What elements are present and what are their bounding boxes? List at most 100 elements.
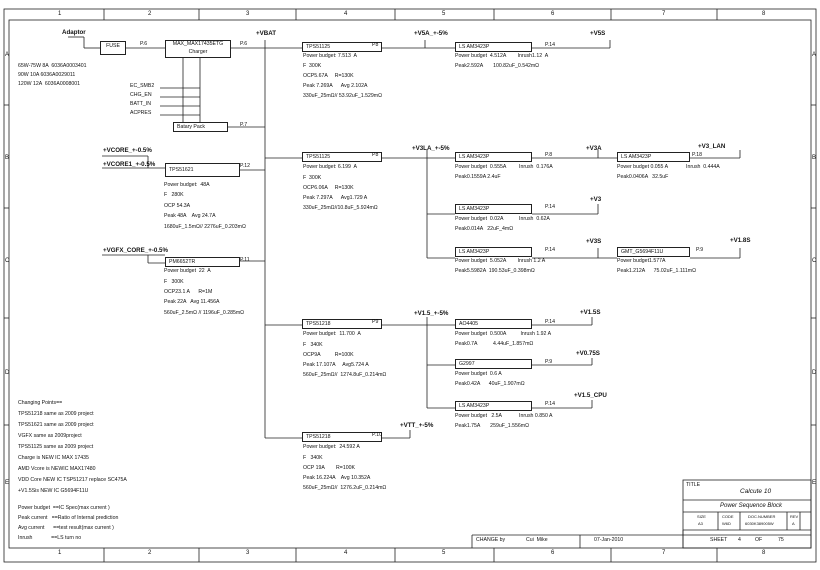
tps51125-second-spec-3: OCP6.06A R=130K — [303, 185, 354, 191]
tps51621-spec-1: Power budget: 48A — [164, 182, 210, 188]
tps51218-bottom-spec-1: Power budget: 24.592 A — [303, 444, 360, 450]
col-label-5: 5 — [442, 11, 446, 17]
rail-vcore: +VCORE_+-0.5% — [103, 147, 152, 154]
legend-4: Inrush ==LS turn no — [18, 535, 82, 541]
sheet-label: SHEET — [710, 537, 728, 543]
switch-v3-page: P.14 — [545, 204, 556, 210]
rail-vgfx: +VGFX_CORE_+-0.5% — [103, 247, 168, 254]
changing-points-9: +V1.5Sis NEW IC G5694F11U — [18, 488, 89, 494]
charger-part: MAX_MAX17435ETG — [172, 41, 224, 47]
battery-pack-box: Batary Pack — [173, 122, 228, 132]
docnum-value: 6030K389005W — [745, 521, 774, 526]
row-label-c: C — [5, 258, 10, 264]
tps51621-page: P.12 — [240, 163, 251, 169]
row-label-d-right: D — [812, 370, 817, 376]
tps51218-top-box: TPS51218 — [302, 319, 382, 329]
tps51125-second-spec-4: Peak 7.297A Avg1.729 A — [303, 195, 368, 201]
code-label: CODE — [722, 514, 734, 519]
col-label-1-bottom: 1 — [58, 550, 62, 556]
sheet-value: 4 — [738, 537, 741, 543]
pm6652-box: PM6652TR — [165, 257, 240, 267]
changing-points-1: Changing Points== — [18, 400, 63, 406]
switch-vcpu-spec-1: Power budget 2.5A Inrush 0.850 A — [455, 413, 553, 419]
switch-v3s-spec-2: Peak5.5982A 190.53uF_0.398mΩ — [455, 268, 535, 274]
adaptor-label: Adaptor — [62, 29, 86, 36]
of-label: OF — [755, 537, 763, 543]
signal-ec-smb2: EC_SMB2 — [130, 83, 155, 89]
changing-points-4: VGFX same as 2009project — [18, 433, 82, 439]
switch-v3-spec-1: Power budget 0.02A Inrush 0.62A — [455, 216, 550, 222]
size-label: SIZE — [697, 514, 706, 519]
switch-v15s-page: P.14 — [545, 319, 556, 325]
col-label-6-bottom: 6 — [551, 550, 555, 556]
tps51621-box: TPS51621 — [165, 163, 240, 177]
signal-batt-in: BATT_IN — [130, 101, 151, 107]
tps51125-second-page: P8 — [372, 152, 379, 158]
tps51125-top-spec-1: Power budget: 7.513 A — [303, 53, 357, 59]
ldo-v075-box: G2997 — [455, 359, 532, 369]
switch-v3s-spec-1: Power budget 5.052A Inrush 1.2 A — [455, 258, 546, 264]
tps51621-spec-5: 1680uF_1.5mΩ// 2276uF_0.203mΩ — [164, 224, 246, 230]
switch-v3s-box: LS AM3423P — [455, 247, 532, 257]
switch-v5s-spec-2: Peak2.592A 100.82uF_0.542mΩ — [455, 63, 540, 69]
change-by-label: CHANGE by — [476, 537, 506, 543]
col-label-7: 7 — [662, 11, 666, 17]
col-label-3-bottom: 3 — [246, 550, 250, 556]
docnum-label: DOC.NUMBER — [748, 514, 776, 519]
ldo-v075-page: P.9 — [545, 359, 553, 365]
col-label-2: 2 — [148, 11, 152, 17]
pm6652-spec-4: Peak 22A Avg 11.456A — [164, 299, 220, 305]
row-label-e-right: E — [812, 480, 817, 486]
rail-v5s: +V5S — [590, 30, 606, 37]
rail-v3s: +V3S — [586, 238, 602, 245]
col-label-5-bottom: 5 — [442, 550, 446, 556]
legend-1: Power budget ==IC Spec(max current ) — [18, 505, 110, 511]
col-label-2-bottom: 2 — [148, 550, 152, 556]
switch-v3a-spec-1: Power budget 0.555A Inrush 0.176A — [455, 164, 553, 170]
tps51125-top-spec-4: Peak 7.269A Avg 2.102A — [303, 83, 368, 89]
charger-box: MAX_MAX17435ETG Charger — [165, 40, 231, 58]
switch-v5s-box: LS AM3423P — [455, 42, 532, 52]
charger-page: P.6 — [240, 41, 248, 47]
changing-points-8: VDD Core NEW IC TSP51217 replace SC475A — [18, 477, 127, 483]
change-date: 07-Jan-2010 — [594, 537, 624, 543]
col-label-1: 1 — [58, 11, 62, 17]
change-by-value: Cui Mike — [526, 537, 548, 543]
of-value: 75 — [778, 537, 784, 543]
switch-v15s-box: AO4405 — [455, 319, 532, 329]
adaptor-spec-2: 90W 10A 6036A0029011 — [18, 72, 76, 78]
switch-v3a-page: P.8 — [545, 152, 553, 158]
tps51125-second-box: TPS51125 — [302, 152, 382, 162]
switch-v3lan-box: LS AM3423P — [617, 152, 690, 162]
tps51218-bottom-spec-3: OCP 19A R=100K — [303, 465, 355, 471]
tps51218-bottom-spec-5: 560uF_25mΩ// 1276.2uF_0.214mΩ — [303, 485, 387, 491]
tps51125-second-spec-1: Power budget: 6.199 A — [303, 164, 357, 170]
rail-v3a: +V3A — [586, 145, 602, 152]
tps51621-spec-2: F 280K — [164, 192, 184, 198]
changing-points-6: Charge is NEW IC MAX 17435 — [18, 455, 89, 461]
legend-2: Peak current ==Ratio of Internal predict… — [18, 515, 119, 521]
switch-v3a-spec-2: Peak0.1559A 2.4uF — [455, 174, 501, 180]
row-label-b: B — [5, 155, 10, 161]
pm6652-spec-1: Power budget 22 A — [164, 268, 211, 274]
changing-points-5: TPS51125 same as 2009 project — [18, 444, 94, 450]
ldo-v075-spec-1: Power budget 0.6 A — [455, 371, 502, 377]
tps51125-second-spec-2: F 300K — [303, 175, 322, 181]
switch-v3lan-spec-2: Peak0.0406A 32.5uF — [617, 174, 669, 180]
tps51125-top-box: TPS51125 — [302, 42, 382, 52]
tps51621-spec-3: OCP 54.3A — [164, 203, 191, 209]
col-label-8: 8 — [762, 11, 766, 17]
tps51218-bottom-spec-2: F 340K — [303, 455, 323, 461]
title-project: Calcute 10 — [740, 488, 772, 495]
battery-page: P.7 — [240, 122, 248, 128]
switch-v5s-page: P.14 — [545, 42, 556, 48]
ldo-v18s-page: P.9 — [696, 247, 704, 253]
rail-v3lan: +V3_LAN — [698, 143, 726, 150]
rail-v075s: +V0.75S — [576, 350, 600, 357]
tps51125-second-spec-5: 330uF_25mΩ//10.8uF_5.924mΩ — [303, 205, 378, 211]
tps51218-top-spec-5: 560uF_25mΩ// 1274.8uF_0.214mΩ — [303, 372, 387, 378]
switch-v3lan-spec-1: Power budget 0.055 A — [617, 164, 669, 170]
switch-v3-spec-2: Peak0.014A 22uF_4mΩ — [455, 226, 514, 232]
pm6652-spec-2: F 300K — [164, 279, 184, 285]
